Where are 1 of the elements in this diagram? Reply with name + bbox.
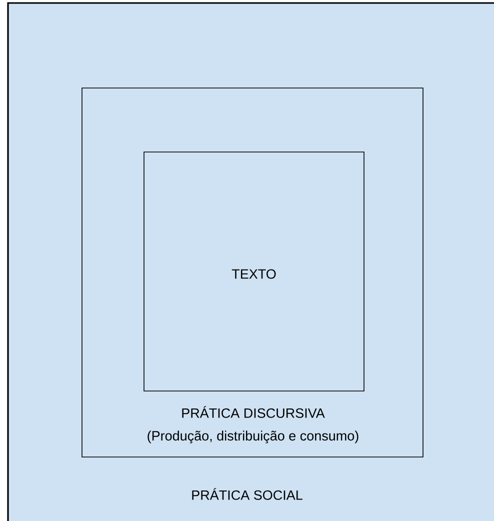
frame-box: TEXTO xyxy=(144,152,364,392)
